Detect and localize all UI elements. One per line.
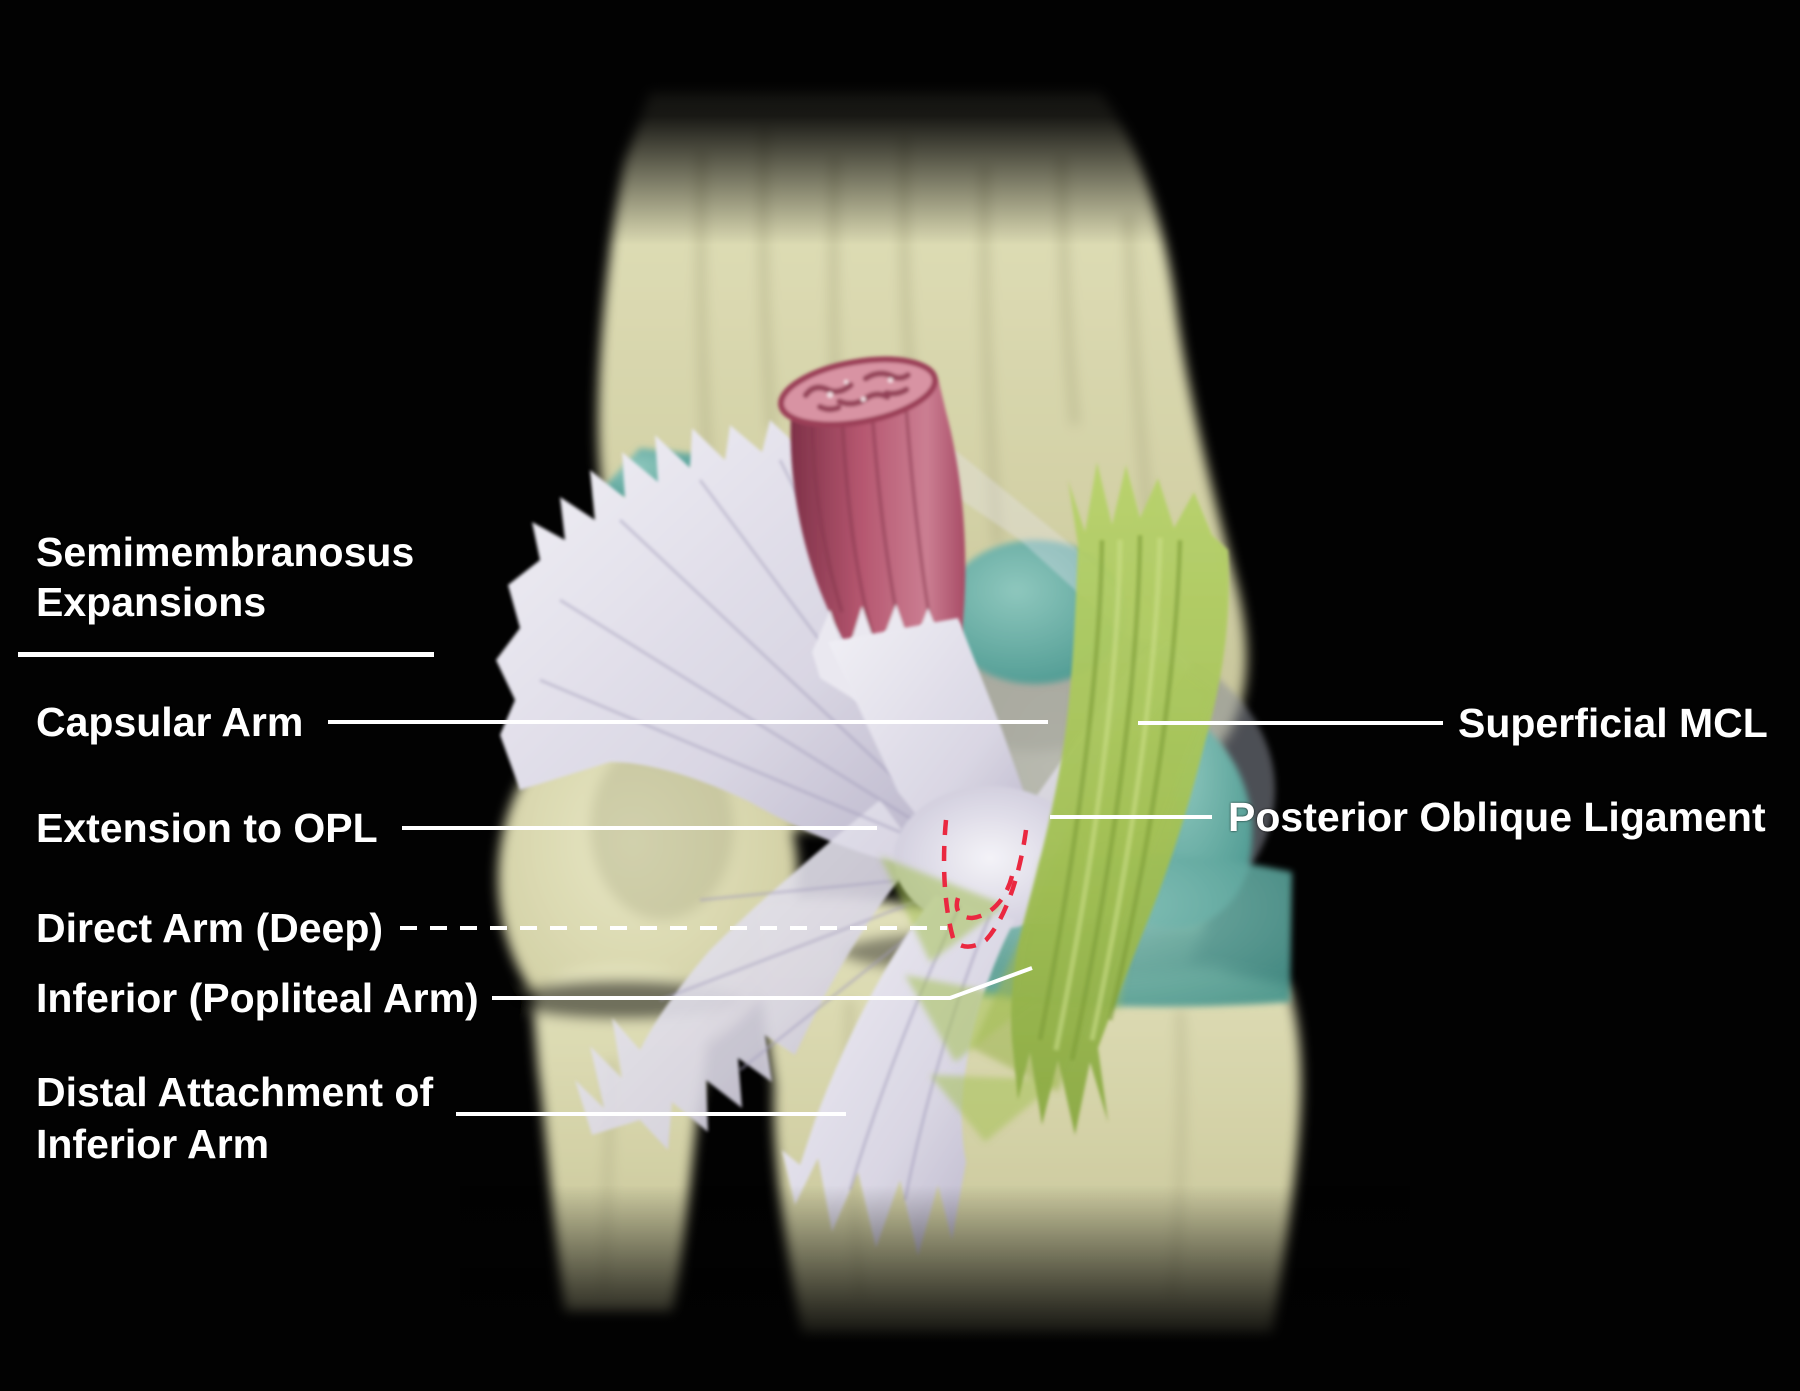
muscle-cut-face bbox=[778, 356, 938, 428]
muscle-specks bbox=[827, 377, 894, 402]
muscle-belly bbox=[790, 378, 966, 706]
bottom-fade bbox=[460, 1185, 1410, 1391]
superficial-mcl bbox=[1011, 462, 1229, 1135]
leader-inferior-popliteal-arm bbox=[492, 966, 1033, 1000]
direct-arm-hidden-outline bbox=[941, 819, 1029, 949]
label-direct-arm-deep: Direct Arm (Deep) bbox=[36, 905, 384, 951]
figure-title-line1: Semimembranosus bbox=[36, 529, 415, 575]
top-fade bbox=[510, 30, 1360, 245]
label-capsular-arm: Capsular Arm bbox=[36, 699, 304, 745]
figure-title: Semimembranosus Expansions bbox=[36, 527, 414, 627]
figure-title-line2: Expansions bbox=[36, 579, 267, 625]
title-underline bbox=[18, 652, 434, 657]
mcl-highlights bbox=[1053, 537, 1163, 1051]
label-superficial-mcl: Superficial MCL bbox=[1458, 700, 1768, 746]
leader-lines bbox=[328, 720, 1443, 1116]
label-extension-to-opl: Extension to OPL bbox=[36, 805, 378, 851]
label-inferior-popliteal-arm: Inferior (Popliteal Arm) bbox=[36, 975, 479, 1021]
label-distal-attachment-line2: Inferior Arm bbox=[36, 1121, 270, 1167]
label-distal-attachment: Distal Attachment of Inferior Arm bbox=[36, 1066, 433, 1170]
label-posterior-oblique-ligament: Posterior Oblique Ligament bbox=[1228, 794, 1766, 840]
label-distal-attachment-line1: Distal Attachment of bbox=[36, 1069, 434, 1115]
mcl-striations bbox=[1037, 534, 1183, 1061]
